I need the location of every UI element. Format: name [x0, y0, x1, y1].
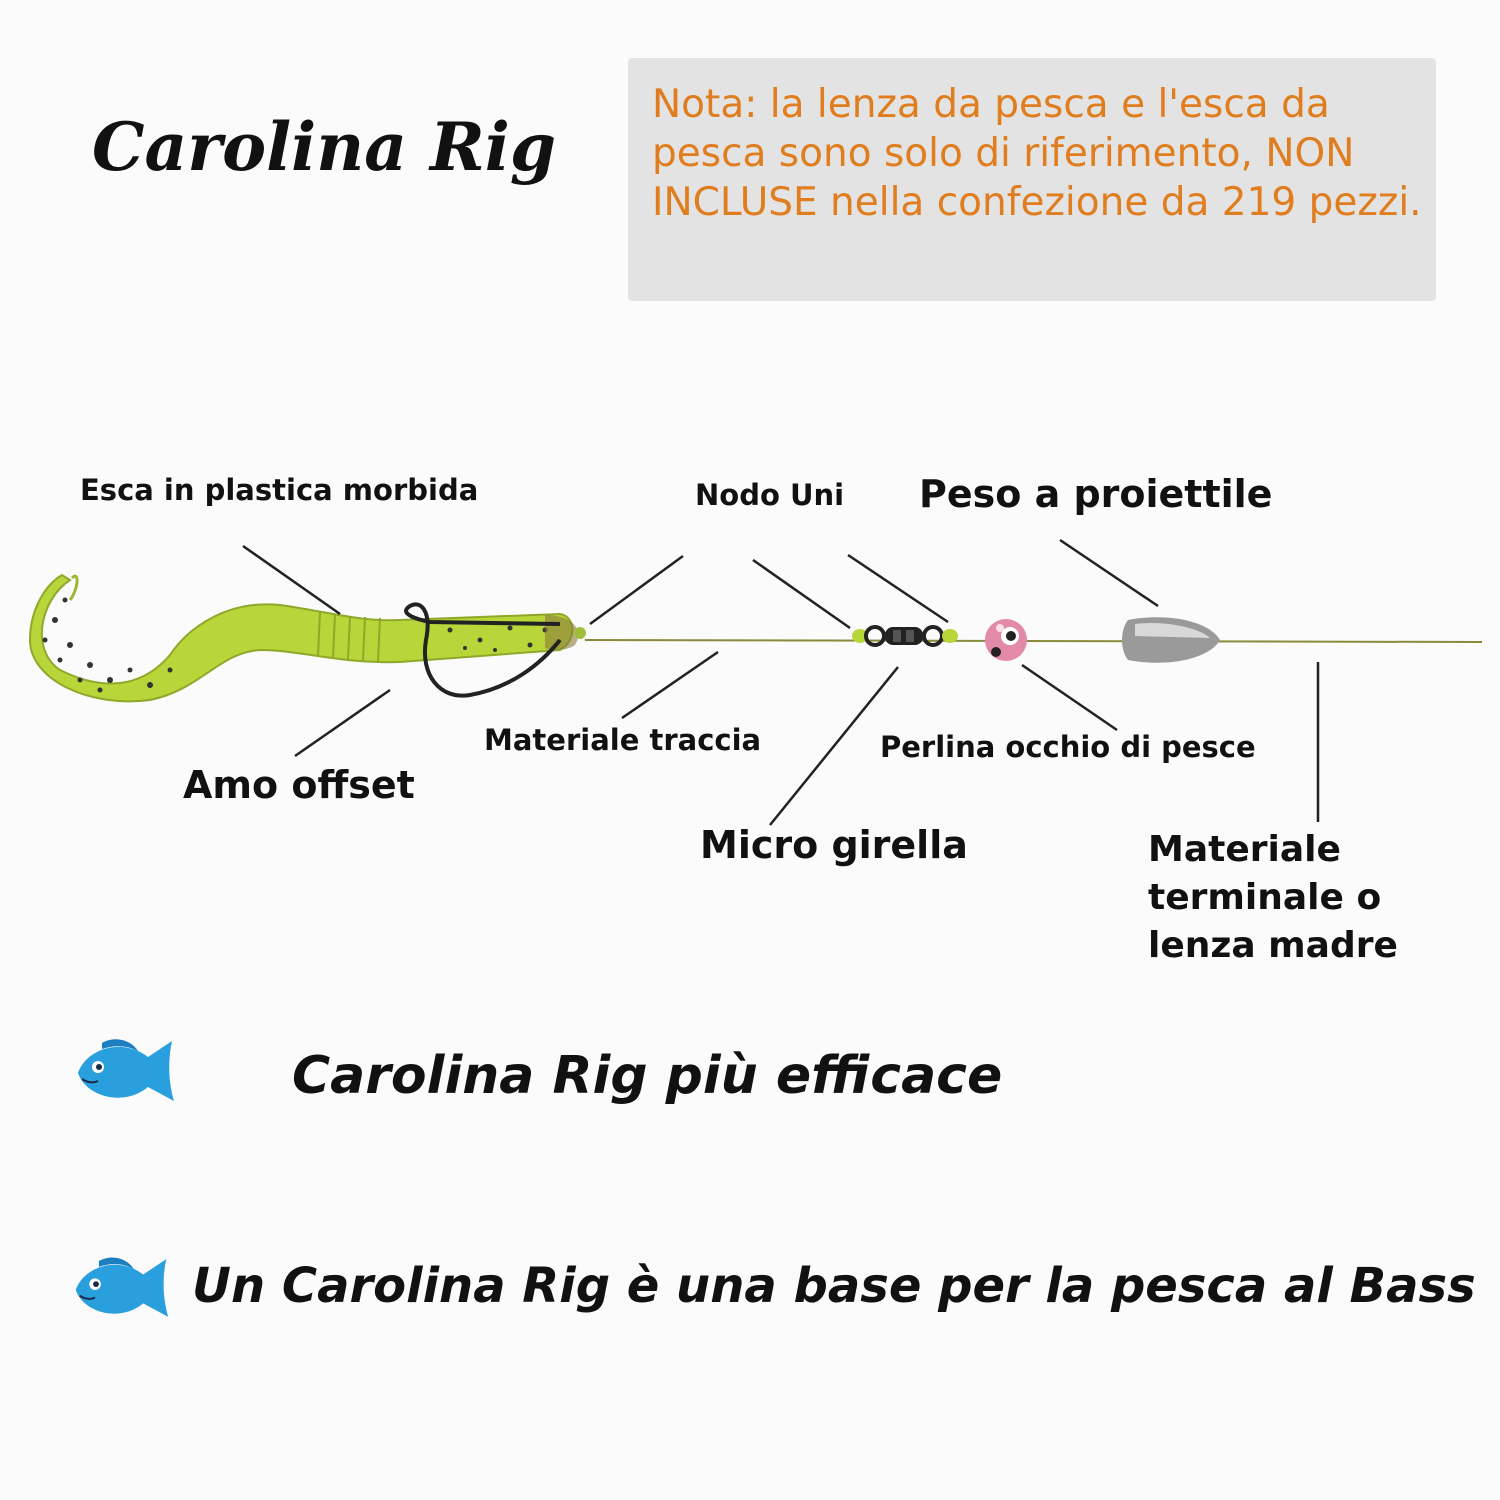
page-title: Carolina Rig: [92, 108, 557, 186]
label-offset-hook: Amo offset: [183, 763, 415, 807]
label-soft-plastic-bait: Esca in plastica morbida: [80, 473, 479, 507]
uni-knot: [574, 627, 586, 639]
fishing-line: [584, 639, 1483, 643]
label-uni-knot: Nodo Uni: [695, 478, 845, 512]
fish-icon: [78, 1039, 174, 1101]
label-bullet-weight: Peso a proiettile: [919, 472, 1273, 516]
bullet-weight: [1122, 617, 1220, 663]
disclaimer-note: Nota: la lenza da pesca e l'esca da pesc…: [628, 58, 1436, 301]
tagline-bass-fishing: Un Carolina Rig è una base per la pesca …: [192, 1258, 1476, 1314]
micro-swivel: [852, 625, 958, 647]
soft-plastic-worm: [28, 573, 579, 703]
fish-eye-bead: [985, 619, 1027, 661]
offset-hook: [404, 602, 562, 698]
label-micro-swivel: Micro girella: [700, 823, 968, 867]
tagline-effective: Carolina Rig più efficace: [292, 1046, 1003, 1106]
callout-lines: [242, 538, 1320, 826]
disclaimer-text: Nota: la lenza da pesca e l'esca da pesc…: [652, 82, 1422, 225]
fish-icon: [75, 1257, 169, 1317]
label-fish-eye-bead: Perlina occhio di pesce: [880, 730, 1256, 764]
label-main-line: Materiale terminale o lenza madre: [1148, 829, 1398, 966]
label-leader-material: Materiale traccia: [484, 723, 762, 757]
